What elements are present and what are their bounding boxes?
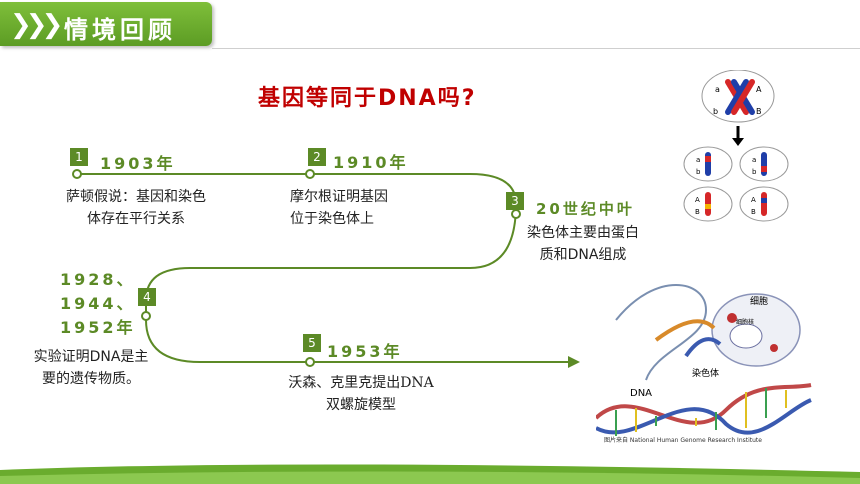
desc-line: 实验证明DNA是主	[33, 349, 149, 365]
desc-line: 双螺旋模型	[326, 397, 396, 413]
gene-label: B	[756, 107, 762, 116]
year-line: 1928、	[60, 270, 136, 289]
chromosome-label: 染色体	[692, 367, 719, 379]
section-title: 情境回顾	[64, 16, 176, 44]
year-line: 1952年	[60, 318, 136, 337]
gene-label: B	[751, 208, 756, 216]
dna-label: DNA	[630, 388, 652, 399]
desc-line: 摩尔根证明基因	[290, 189, 388, 205]
timeline-desc-5: 沃森、克里克提出DNA 双螺旋模型	[276, 372, 446, 416]
timeline-year-5: 1953年	[327, 342, 403, 361]
timeline-desc-4: 实验证明DNA是主 要的遗传物质。	[22, 346, 160, 390]
gene-label: b	[696, 168, 701, 176]
timeline-badge-4: 4	[138, 288, 156, 306]
nucleus-label: 细胞核	[736, 318, 754, 326]
gene-label: b	[713, 107, 718, 116]
timeline-badge-1: 1	[70, 148, 88, 166]
timeline-desc-1: 萨顿假说：基因和染色 体存在平行关系	[48, 186, 224, 230]
timeline-badge-3: 3	[506, 192, 524, 210]
arrow-head-icon	[568, 356, 580, 368]
gene-label: a	[715, 85, 720, 94]
arrow-down-icon	[732, 138, 744, 146]
desc-line: 沃森、克里克提出DNA	[288, 375, 434, 391]
gene-label: a	[696, 156, 700, 164]
timeline-badge-5: 5	[303, 334, 321, 352]
slide-title: 基因等同于DNA吗?	[258, 86, 477, 111]
gene-label: B	[695, 208, 700, 216]
footer-wave	[0, 464, 860, 484]
desc-line: 染色体主要由蛋白	[527, 225, 639, 241]
header-divider	[212, 48, 860, 49]
desc-line: 萨顿假说：基因和染色	[66, 189, 206, 205]
dna-cell-illustration: 细胞 细胞核 染色体 DNA 图片来自 National Human Genom…	[596, 284, 812, 444]
desc-line: 位于染色体上	[290, 211, 374, 227]
cell-label: 细胞	[750, 295, 768, 307]
timeline-year-3: 20世纪中叶	[536, 200, 635, 218]
desc-line: 体存在平行关系	[87, 211, 185, 227]
gene-label: b	[752, 168, 757, 176]
timeline-desc-2: 摩尔根证明基因 位于染色体上	[290, 186, 410, 230]
gene-label: A	[751, 196, 756, 204]
timeline-year-2: 1910年	[333, 153, 409, 172]
chromosome-diagram: a A b B a b a b A B A B	[683, 70, 789, 222]
gene-label: A	[695, 196, 700, 204]
image-credit: 图片来自 National Human Genome Research Inst…	[604, 436, 762, 444]
timeline-badge-2: 2	[308, 148, 326, 166]
desc-line: 要的遗传物质。	[42, 371, 140, 387]
gene-label: A	[756, 85, 762, 94]
section-header: ❯❯❯ 情境回顾	[0, 2, 212, 46]
year-line: 1944、	[60, 294, 136, 313]
gene-label: a	[752, 156, 756, 164]
timeline-desc-3: 染色体主要由蛋白 质和DNA组成	[520, 222, 646, 266]
timeline-year-4: 1928、 1944、 1952年	[60, 268, 136, 340]
timeline-year-1: 1903年	[100, 154, 176, 173]
chevron-right-icon: ❯❯❯	[10, 10, 63, 40]
desc-line: 质和DNA组成	[539, 247, 627, 263]
